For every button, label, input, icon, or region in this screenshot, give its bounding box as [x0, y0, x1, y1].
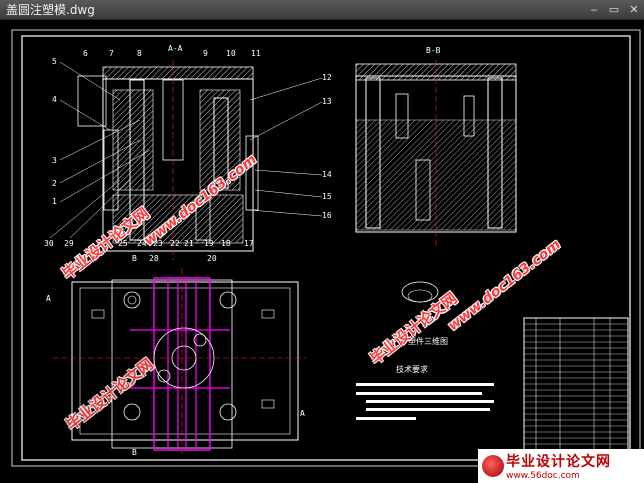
- part-num-9: 9: [203, 49, 208, 58]
- plan-label-28: 28: [149, 254, 159, 263]
- part-num-1: 1: [52, 197, 57, 206]
- part-numbers-bottom: 30 29 25 24 23 22 21 19 18 17: [44, 239, 254, 248]
- part-num-19: 19: [204, 239, 214, 248]
- plan-label-a-left: A: [46, 294, 51, 303]
- part-num-13: 13: [322, 97, 332, 106]
- part-num-21: 21: [184, 239, 194, 248]
- part-num-6: 6: [83, 49, 88, 58]
- part-num-22: 22: [170, 239, 180, 248]
- part-3d-view: 塑件三维图: [401, 281, 448, 346]
- part-num-29: 29: [64, 239, 74, 248]
- view-bb-label: B-B: [426, 46, 441, 55]
- parts-list-table: [523, 317, 629, 465]
- plan-label-a-right: A: [300, 409, 305, 418]
- section-view-aa: A-A 6 7 8 9 10 11 12 13 14 15 16 5 4 3: [44, 44, 332, 260]
- part-num-17: 17: [244, 239, 254, 248]
- brand-logo-icon: [482, 455, 504, 477]
- brand-name: 毕业设计论文网: [506, 454, 611, 470]
- part-num-5: 5: [52, 57, 57, 66]
- part-numbers-top: 6 7 8 9 10 11: [83, 49, 261, 58]
- window-controls: ‒ ▭ ✕: [584, 0, 644, 20]
- tech-requirements-title: 技术要求: [396, 364, 428, 374]
- minimize-button[interactable]: ‒: [590, 3, 598, 16]
- brand-banner: 毕业设计论文网 www.56doc.com: [478, 449, 644, 483]
- plan-label-b-bottom: B: [132, 448, 137, 457]
- part-num-30: 30: [44, 239, 54, 248]
- part-num-7: 7: [109, 49, 114, 58]
- part-num-14: 14: [322, 170, 332, 179]
- restore-button[interactable]: ▭: [608, 3, 620, 16]
- cad-drawing: A-A 6 7 8 9 10 11 12 13 14 15 16 5 4 3: [11, 29, 641, 467]
- part-num-16: 16: [322, 211, 332, 220]
- sheet-outer-border: [11, 29, 641, 467]
- part-num-11: 11: [251, 49, 261, 58]
- part-num-2: 2: [52, 179, 57, 188]
- part-numbers-right: 12 13 14 15 16: [322, 73, 332, 220]
- view-aa-label: A-A: [168, 44, 183, 53]
- part-num-24: 24: [137, 239, 147, 248]
- sheet-inner-border: [21, 35, 631, 461]
- part-num-8: 8: [137, 49, 142, 58]
- window-title: 盖圆注塑模.dwg: [6, 3, 95, 17]
- window-titlebar: 盖圆注塑模.dwg ‒ ▭ ✕: [0, 0, 644, 20]
- close-button[interactable]: ✕: [629, 3, 639, 16]
- part-num-25: 25: [118, 239, 128, 248]
- drawing-canvas[interactable]: A-A 6 7 8 9 10 11 12 13 14 15 16 5 4 3: [0, 20, 644, 483]
- part-num-12: 12: [322, 73, 332, 82]
- part-num-18: 18: [221, 239, 231, 248]
- part-num-3: 3: [52, 156, 57, 165]
- part-numbers-left: 5 4 3 2 1: [52, 57, 57, 206]
- brand-url: www.56doc.com: [506, 471, 580, 481]
- plan-view: B 28 20 A A B: [46, 254, 306, 457]
- part-view-label: 塑件三维图: [408, 336, 448, 346]
- tech-requirements: 技术要求: [356, 364, 494, 420]
- part-num-10: 10: [226, 49, 236, 58]
- part-num-15: 15: [322, 192, 332, 201]
- plan-label-20: 20: [207, 254, 217, 263]
- part-num-4: 4: [52, 95, 57, 104]
- part-num-23: 23: [153, 239, 163, 248]
- plan-label-b-top: B: [132, 254, 137, 263]
- section-view-bb: B-B: [355, 46, 517, 246]
